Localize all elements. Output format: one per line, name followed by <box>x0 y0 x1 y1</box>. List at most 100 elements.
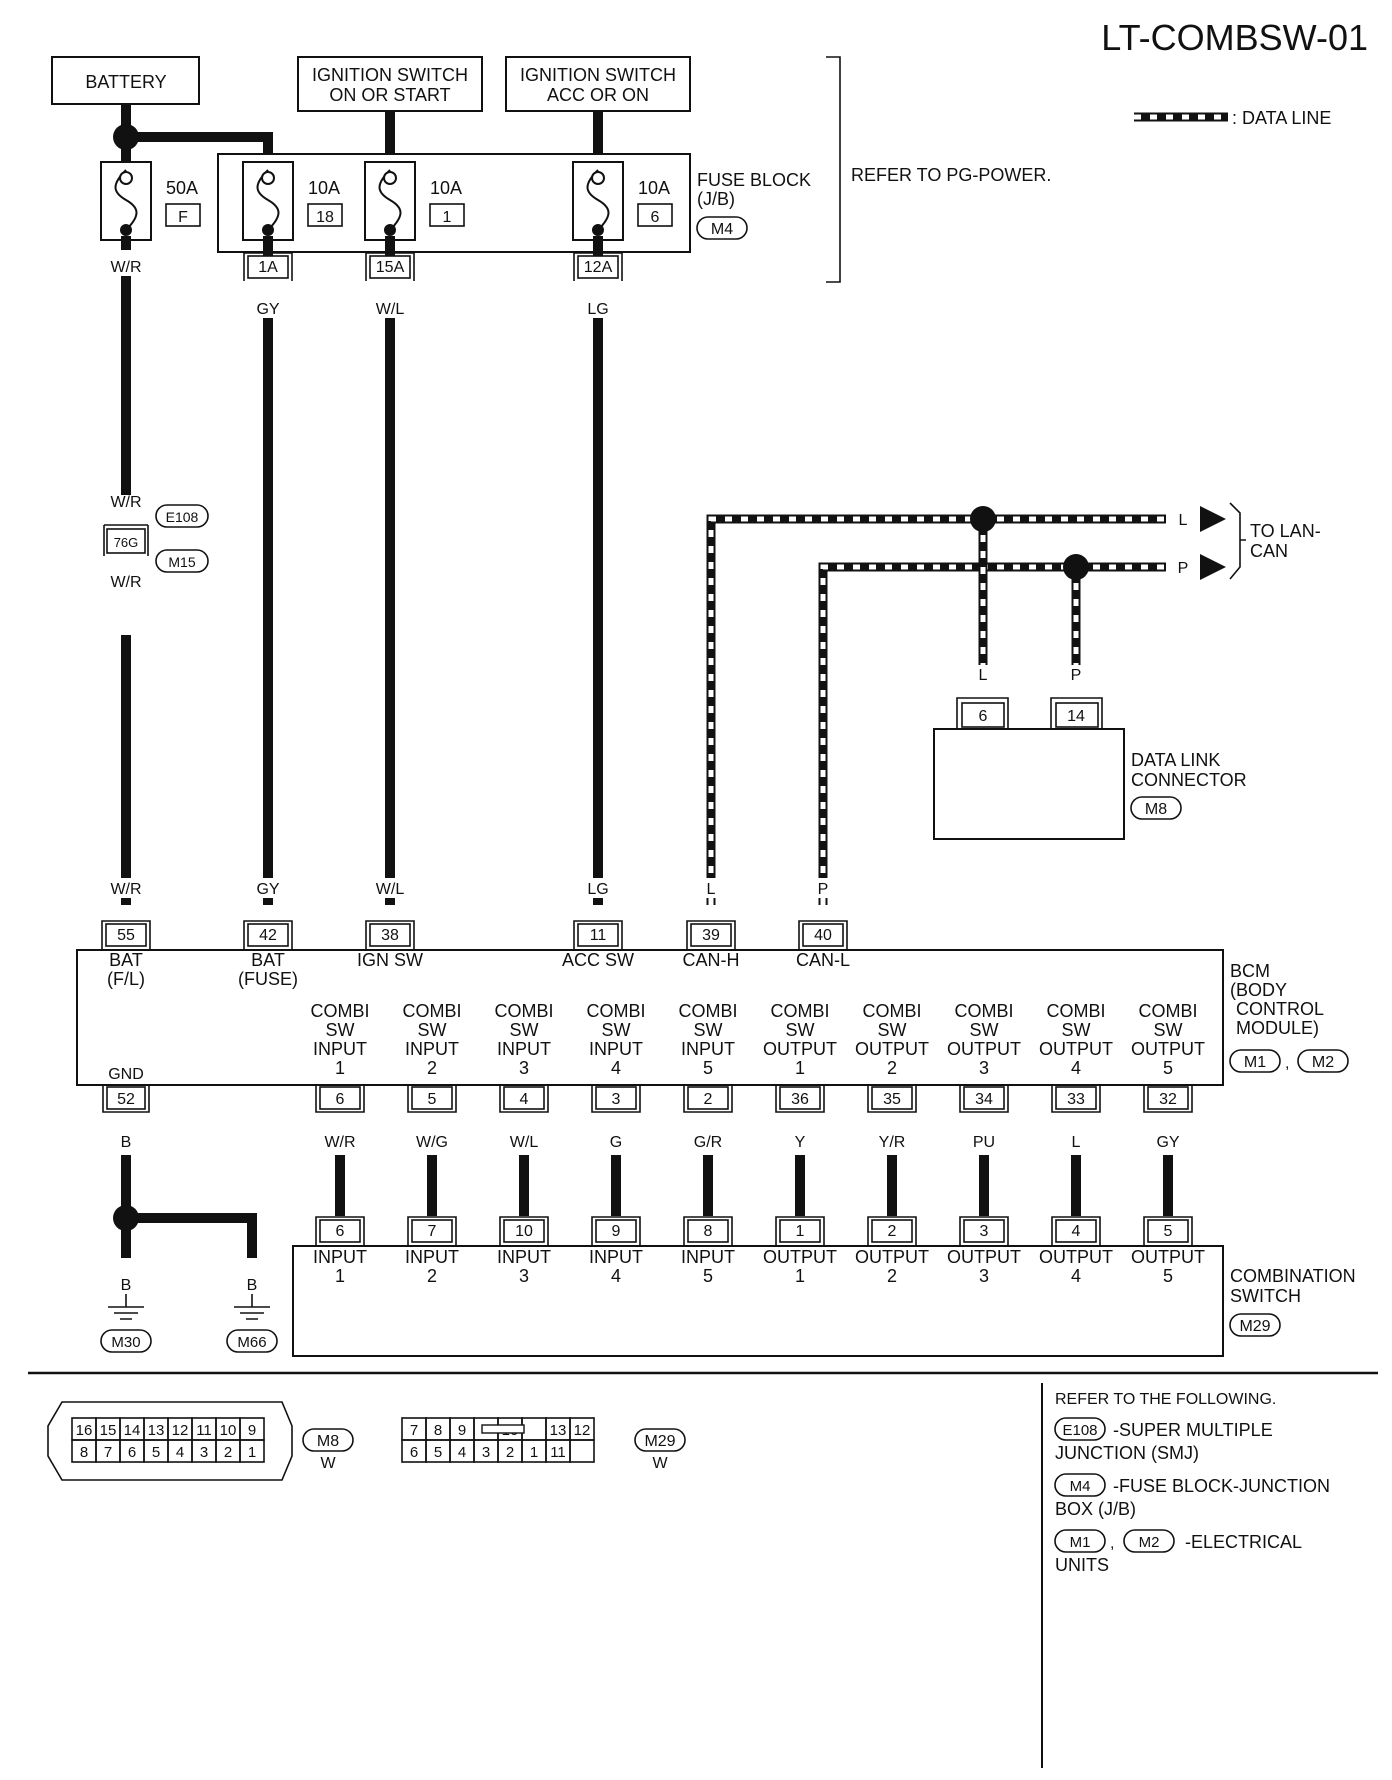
bcm-combi-label-sw-4: SW <box>694 1020 723 1040</box>
can-h-splice <box>970 506 996 532</box>
lan-p-label: P <box>1178 560 1189 577</box>
ground-splice <box>113 1205 139 1231</box>
m8-cell-top-6: 10 <box>220 1422 237 1439</box>
cs-pin-number-3: 9 <box>612 1223 621 1240</box>
cs-pin-number-2: 10 <box>515 1223 533 1240</box>
bcm-combi-pin-0: 6 <box>336 1091 345 1108</box>
ground-m30: B M30 <box>100 1277 152 1353</box>
refer-item-1-conn: E108 <box>1062 1422 1097 1439</box>
bcm-top-wire-0: W/R <box>110 881 141 898</box>
m8-face-name: M8 <box>317 1433 339 1450</box>
m29-cell-bottom-5: 1 <box>530 1444 538 1461</box>
bcm-combi-label-combi-9: COMBI <box>1138 1001 1197 1021</box>
bcm-top-pin-number-5: 40 <box>814 927 832 944</box>
refer-item-3-conn-1: M1 <box>1070 1534 1091 1551</box>
cs-pin-num-4: 5 <box>703 1266 713 1286</box>
fuse-0-amp: 50A <box>166 178 198 198</box>
m29-cell-top-2: 9 <box>458 1422 466 1439</box>
m8-cell-bottom-6: 2 <box>224 1444 232 1461</box>
cs-pin-num-6: 2 <box>887 1266 897 1286</box>
bcm-connector-m1: M1 <box>1244 1054 1266 1071</box>
refer-item-3-text-1: -ELECTRICAL <box>1185 1532 1302 1552</box>
cs-pin-type-9: OUTPUT <box>1131 1247 1205 1267</box>
bcm-top-label-2-0: IGN SW <box>357 950 423 970</box>
bcm-top-pin-number-2: 38 <box>381 927 399 944</box>
bcm-top-pin-number-3: 11 <box>590 927 607 944</box>
bcm-combi-pin-5: 36 <box>791 1091 809 1108</box>
fuse-1-id: 18 <box>316 209 334 226</box>
fuse-block-connector: M4 <box>711 221 733 238</box>
dlc-wire-l: L <box>979 667 988 684</box>
m8-cell-bottom-0: 8 <box>80 1444 88 1461</box>
can-l-splice <box>1063 554 1089 580</box>
arrow-lan-p <box>1200 554 1226 580</box>
bcm-combi-num-7: 3 <box>979 1058 989 1078</box>
bcm-combi-label-sw-5: SW <box>786 1020 815 1040</box>
cs-pin-num-9: 5 <box>1163 1266 1173 1286</box>
bcm-combi-type-2: INPUT <box>497 1039 551 1059</box>
m29-cell-top-7: 12 <box>574 1422 591 1439</box>
bcm-combi-label-combi-2: COMBI <box>494 1001 553 1021</box>
bcm-top-wire-1: GY <box>256 881 279 898</box>
bcm-combi-type-5: OUTPUT <box>763 1039 837 1059</box>
bcm-top-label-0-0: BAT <box>109 950 143 970</box>
dlc-connector: M8 <box>1145 801 1167 818</box>
m8-cell-top-7: 9 <box>248 1422 256 1439</box>
bcm-combi-type-8: OUTPUT <box>1039 1039 1113 1059</box>
combi-wire-color-8: L <box>1072 1134 1081 1151</box>
wire-color-fuse6: LG <box>587 301 608 318</box>
m8-cell-top-4: 12 <box>172 1422 189 1439</box>
data-link-connector: 6 14 DATA LINK CONNECTOR M8 <box>933 697 1247 840</box>
bcm-combi-label-sw-2: SW <box>510 1020 539 1040</box>
lan-bracket <box>1229 502 1246 580</box>
bcm-combi-pin-7: 34 <box>975 1091 993 1108</box>
fuse-1-amp: 10A <box>308 178 340 198</box>
bcm-combi-pin-4: 2 <box>704 1091 713 1108</box>
bcm-combi-pin-8: 33 <box>1067 1091 1085 1108</box>
bcm-gnd-pin: 52 <box>117 1091 135 1108</box>
refer-bracket <box>826 56 841 283</box>
combination-switch-connector: M29 <box>1239 1318 1270 1335</box>
dlc-pin-l: 6 <box>979 708 988 725</box>
m8-cell-top-5: 11 <box>196 1422 212 1439</box>
cs-pin-num-7: 3 <box>979 1266 989 1286</box>
refer-item-3-conn-2: M2 <box>1139 1534 1160 1551</box>
ignition-on-start-label-2: ON OR START <box>329 85 450 105</box>
m29-cell-bottom-1: 5 <box>434 1444 442 1461</box>
fuse-block-connector-oval <box>696 216 748 240</box>
lan-l-label: L <box>1179 512 1188 529</box>
wire-color-mid-lower: W/R <box>110 574 141 591</box>
bcm-label-1: BCM <box>1230 961 1270 981</box>
m29-cell-bottom-4: 2 <box>506 1444 514 1461</box>
bcm-combi-type-6: OUTPUT <box>855 1039 929 1059</box>
combination-switch-box <box>292 1245 1224 1357</box>
m29-cell-bottom-0: 6 <box>410 1444 418 1461</box>
bcm-combi-type-9: OUTPUT <box>1131 1039 1205 1059</box>
cs-pin-num-1: 2 <box>427 1266 437 1286</box>
bcm-top-wire-2: W/L <box>376 881 405 898</box>
cs-pin-number-1: 7 <box>428 1223 437 1240</box>
cs-pin-number-7: 3 <box>980 1223 989 1240</box>
dlc-label-2: CONNECTOR <box>1131 770 1247 790</box>
can-data-lines: L P TO LAN- CAN L P <box>706 502 1321 905</box>
bcm-combi-num-3: 4 <box>611 1058 621 1078</box>
cs-pin-num-8: 4 <box>1071 1266 1081 1286</box>
refer-pg-power: REFER TO PG-POWER. <box>851 165 1051 185</box>
combination-switch-label-2: SWITCH <box>1230 1286 1301 1306</box>
combi-wire-color-0: W/R <box>324 1134 355 1151</box>
wire-color-fuse1: W/L <box>376 301 405 318</box>
bcm-top-label-5-0: CAN-L <box>796 950 850 970</box>
combination-switch-label-1: COMBINATION <box>1230 1266 1356 1286</box>
bcm-bottom-pins: COMBISWINPUT16COMBISWINPUT25COMBISWINPUT… <box>310 1001 1205 1113</box>
combi-wire-color-7: PU <box>973 1134 995 1151</box>
